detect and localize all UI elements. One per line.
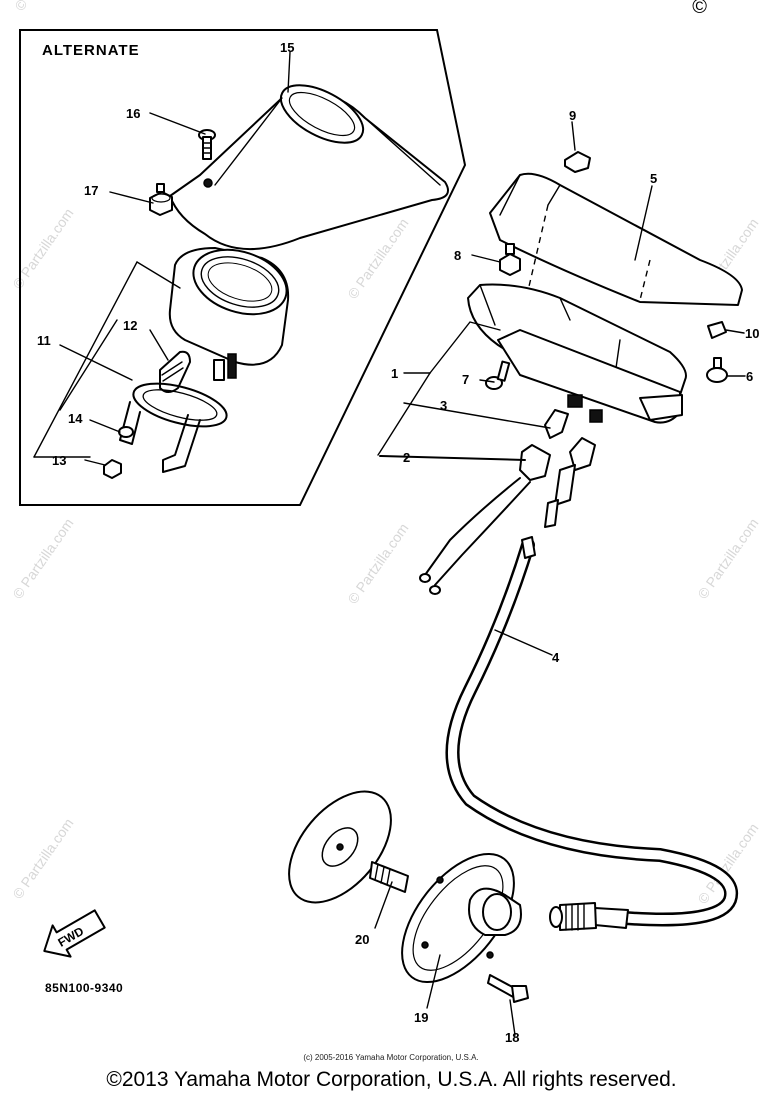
callout-9: 9 [569, 108, 576, 123]
bulb-sockets [544, 394, 603, 439]
corner-copyright-mark: © [692, 0, 707, 18]
callout-11: 11 [37, 333, 51, 348]
bracket-11 [119, 382, 228, 473]
callout-10: 10 [745, 326, 759, 341]
alternate-box [19, 29, 467, 506]
callout-3: 3 [440, 398, 447, 413]
callout-6: 6 [746, 369, 753, 384]
watermark: © Partzilla.com [344, 520, 411, 606]
nut-17 [149, 183, 173, 216]
small-copyright: (c) 2005-2016 Yamaha Motor Corporation, … [303, 1053, 478, 1062]
washer-14 [118, 426, 134, 438]
gear-unit-19 [401, 852, 522, 984]
meter-gauge [168, 247, 290, 381]
callout-17: 17 [84, 183, 98, 198]
watermark: © Partzilla.com [9, 515, 76, 601]
speedometer-cable [445, 536, 739, 931]
nut-6 [706, 357, 728, 383]
callout-20: 20 [355, 932, 369, 947]
callout-19: 19 [414, 1010, 428, 1025]
watermark: © Partzilla.com [694, 515, 761, 601]
callout-7: 7 [462, 372, 469, 387]
shaft-20 [369, 861, 409, 893]
callout-1: 1 [391, 366, 398, 381]
meter-body [467, 283, 687, 424]
callout-5: 5 [650, 171, 657, 186]
watermark: © Partzilla.com [344, 215, 411, 301]
screw-18 [487, 974, 529, 1003]
fwd-arrow: FWD [43, 909, 106, 958]
footer-copyright: ©2013 Yamaha Motor Corporation, U.S.A. A… [106, 1068, 677, 1091]
grommet-10 [707, 321, 727, 339]
callout-15: 15 [280, 40, 294, 55]
bulb-12 [159, 350, 191, 393]
screw-7 [485, 360, 511, 390]
callout-2: 2 [403, 450, 410, 465]
callout-4: 4 [552, 650, 560, 665]
wire-harness [419, 437, 596, 595]
nut-8 [499, 243, 521, 276]
callout-14: 14 [68, 411, 83, 426]
brake-disc [288, 790, 392, 904]
grommet-9 [564, 151, 591, 173]
callout-18: 18 [505, 1030, 519, 1045]
screw-16 [198, 129, 216, 160]
callout-16: 16 [126, 106, 140, 121]
watermark: © Partzilla.com [11, 0, 78, 14]
nut-13 [103, 459, 122, 479]
alternate-title: ALTERNATE [42, 42, 140, 59]
part-code: 85N100-9340 [45, 981, 123, 995]
watermark: © Partzilla.com [9, 815, 76, 901]
callout-12: 12 [123, 318, 137, 333]
callout-8: 8 [454, 248, 461, 263]
meter-cover [169, 84, 449, 251]
callout-13: 13 [52, 453, 66, 468]
